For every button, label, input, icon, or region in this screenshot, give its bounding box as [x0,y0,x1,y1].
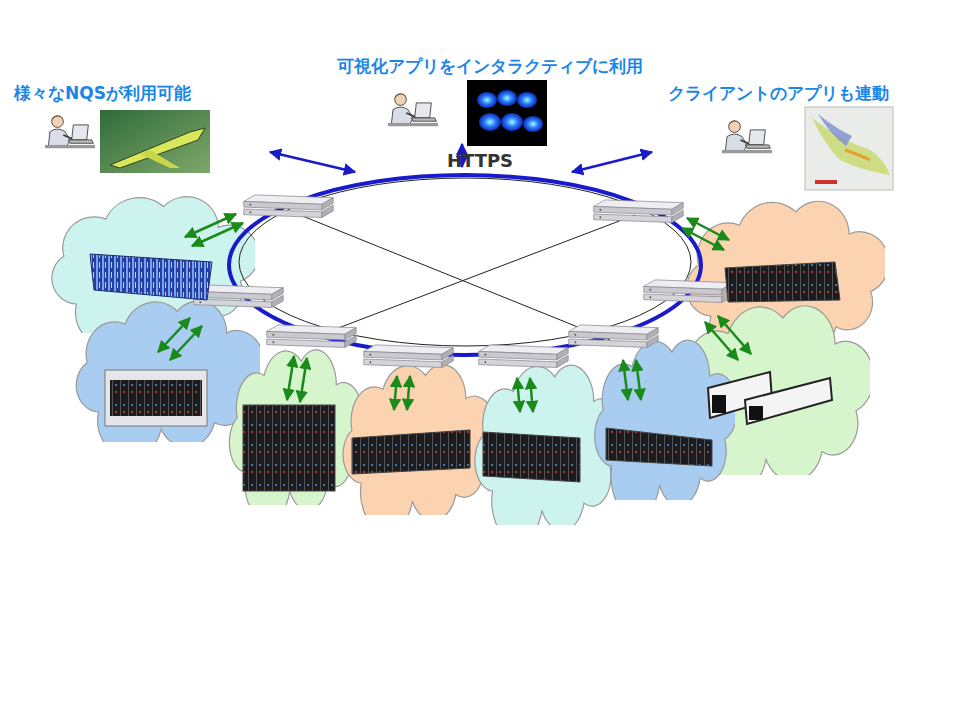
caption-text: 様々なNQSが利用可能 [14,82,254,104]
caption-group: 様々なNQSが利用可能 [14,82,254,104]
caption-text: 可視化アプリをインタラクティブに利用 [270,55,710,77]
protocol-label: HTTPS [420,150,540,171]
caption-group: クライアントのアプリも連動 [668,82,948,104]
caption-text: クライアントのアプリも連動 [668,82,948,104]
caption-group: 可視化アプリをインタラクティブに利用 [270,55,710,77]
